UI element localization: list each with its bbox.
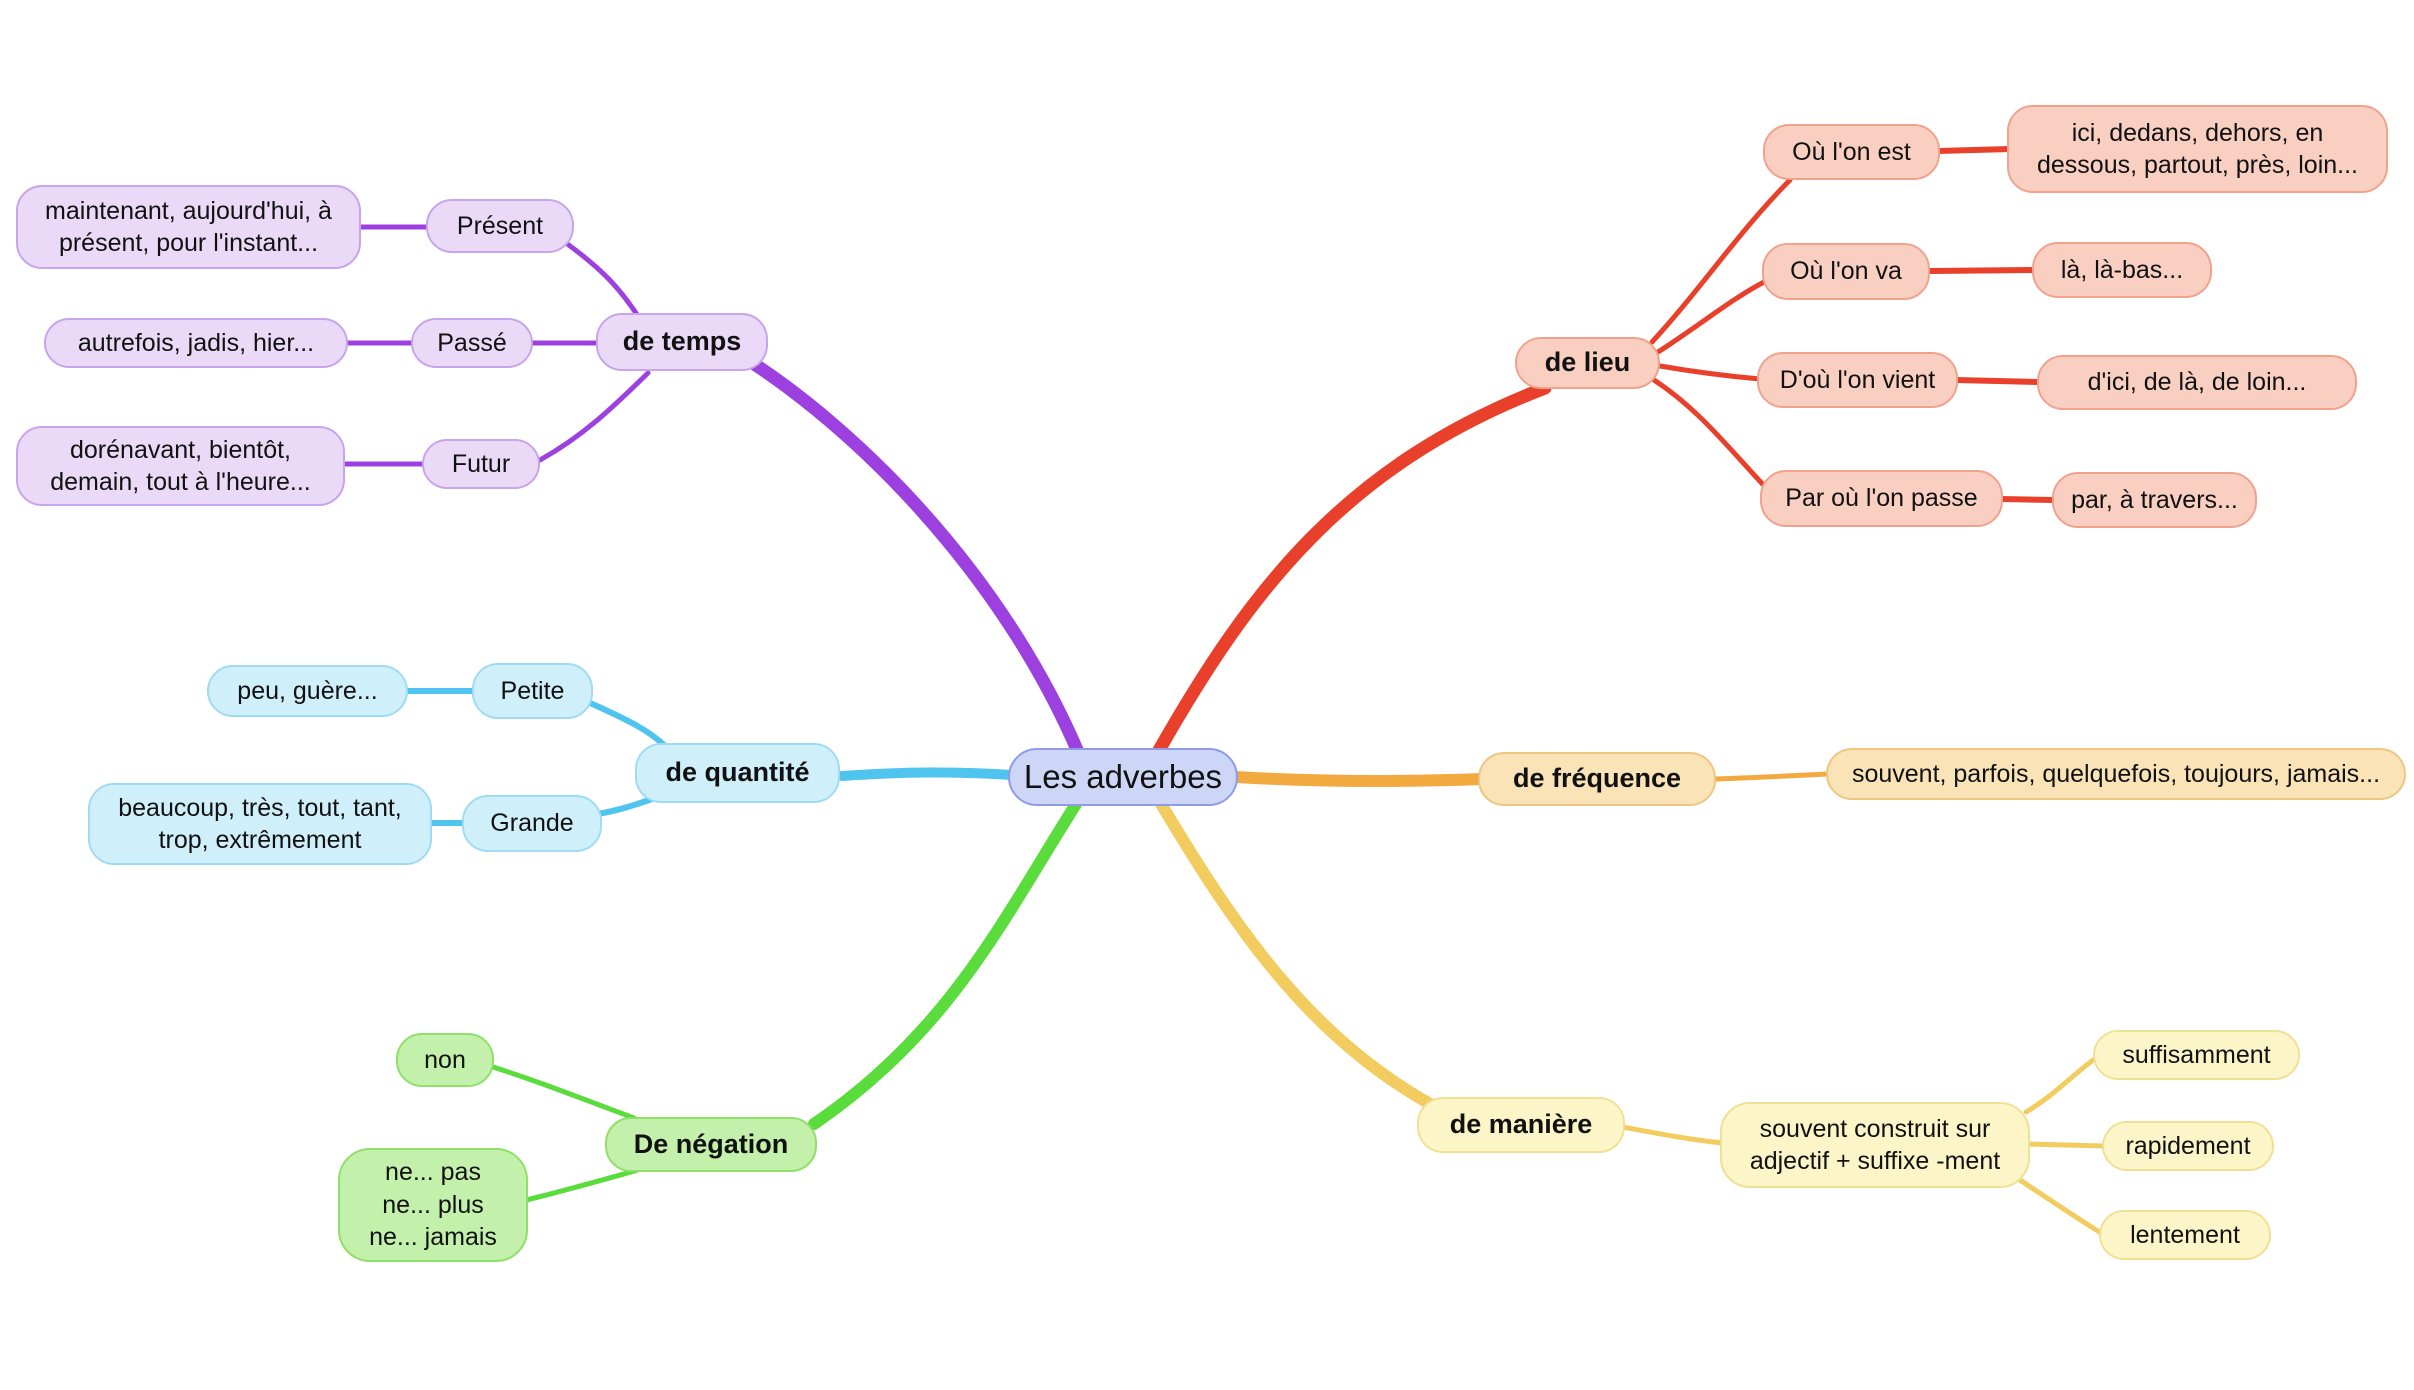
node-de-temps[interactable]: de temps — [596, 313, 768, 371]
node-par-ou-lon-passe[interactable]: Par où l'on passe — [1760, 470, 2003, 527]
edge-center-de-quantite — [837, 767, 1017, 781]
node-petite[interactable]: Petite — [472, 663, 593, 719]
leaf-dou-lon-vient-examples[interactable]: d'ici, de là, de loin... — [2037, 355, 2357, 410]
leaf-frequence-examples[interactable]: souvent, parfois, quelquefois, toujours,… — [1826, 748, 2406, 800]
leaf-ne-pas-plus-jamais[interactable]: ne... pas ne... plus ne... jamais — [338, 1148, 528, 1262]
leaf-present-examples[interactable]: maintenant, aujourd'hui, à présent, pour… — [16, 185, 361, 269]
edge-center-de-temps — [738, 351, 1085, 759]
node-ou-lon-va[interactable]: Où l'on va — [1762, 243, 1930, 300]
edge-center-de-frequence — [1230, 771, 1488, 788]
edge-de-frequence-leaf — [1711, 771, 1831, 782]
edge-ou-lon-va-leaf — [1926, 267, 2037, 274]
edge-de-lieu-ou-lon-est — [1649, 177, 1793, 345]
edge-de-lieu-par-ou-lon-passe — [1651, 377, 1773, 495]
node-de-quantite[interactable]: de quantité — [635, 743, 840, 803]
leaf-rapidement[interactable]: rapidement — [2102, 1121, 2274, 1171]
edge-de-temps-present — [563, 240, 641, 319]
node-grande[interactable]: Grande — [462, 795, 602, 852]
edge-de-negation-ne-leaf — [523, 1167, 641, 1203]
leaf-suffisamment[interactable]: suffisamment — [2093, 1030, 2300, 1080]
node-de-lieu[interactable]: de lieu — [1515, 337, 1660, 389]
edge-center-de-negation — [808, 795, 1084, 1130]
edge-construit-lentement — [2011, 1173, 2104, 1236]
node-ou-lon-est[interactable]: Où l'on est — [1763, 124, 1940, 180]
edge-par-ou-lon-passe-leaf — [1998, 496, 2057, 503]
edge-center-de-maniere — [1154, 796, 1436, 1110]
node-de-negation[interactable]: De négation — [605, 1117, 817, 1172]
edge-de-temps-futur — [537, 370, 651, 463]
leaf-passe-examples[interactable]: autrefois, jadis, hier... — [44, 318, 348, 368]
edge-de-quantite-petite — [585, 699, 667, 748]
node-present[interactable]: Présent — [426, 199, 574, 253]
edge-center-de-lieu — [1151, 381, 1552, 759]
edge-construit-rapidement — [2025, 1141, 2107, 1149]
node-de-maniere[interactable]: de manière — [1417, 1097, 1625, 1153]
leaf-ou-lon-est-examples[interactable]: ici, dedans, dehors, en dessous, partout… — [2007, 105, 2388, 193]
leaf-grande-examples[interactable]: beaucoup, très, tout, tant, trop, extrêm… — [88, 783, 432, 865]
leaf-non[interactable]: non — [396, 1033, 494, 1087]
leaf-petite-examples[interactable]: peu, guère... — [207, 665, 408, 717]
edge-construit-suffisamment — [2023, 1055, 2099, 1115]
node-passe[interactable]: Passé — [411, 318, 533, 368]
edge-de-lieu-dou-lon-vient — [1657, 363, 1763, 382]
edge-de-lieu-ou-lon-va — [1655, 279, 1767, 355]
node-de-frequence[interactable]: de fréquence — [1478, 752, 1716, 806]
node-les-adverbes[interactable]: Les adverbes — [1008, 748, 1238, 806]
leaf-par-ou-lon-passe-examples[interactable]: par, à travers... — [2052, 472, 2257, 528]
edge-de-maniere-construit — [1620, 1124, 1725, 1146]
leaf-futur-examples[interactable]: dorénavant, bientôt, demain, tout à l'he… — [16, 426, 345, 506]
node-construit-suffixe-ment[interactable]: souvent construit sur adjectif + suffixe… — [1720, 1102, 2030, 1188]
edge-de-negation-non — [487, 1063, 637, 1121]
node-futur[interactable]: Futur — [422, 439, 540, 489]
node-dou-lon-vient[interactable]: D'où l'on vient — [1757, 352, 1958, 408]
edge-dou-lon-vient-leaf — [1953, 377, 2042, 385]
edge-ou-lon-est-leaf — [1935, 146, 2013, 154]
leaf-ou-lon-va-examples[interactable]: là, là-bas... — [2032, 242, 2212, 298]
leaf-lentement[interactable]: lentement — [2099, 1210, 2271, 1260]
